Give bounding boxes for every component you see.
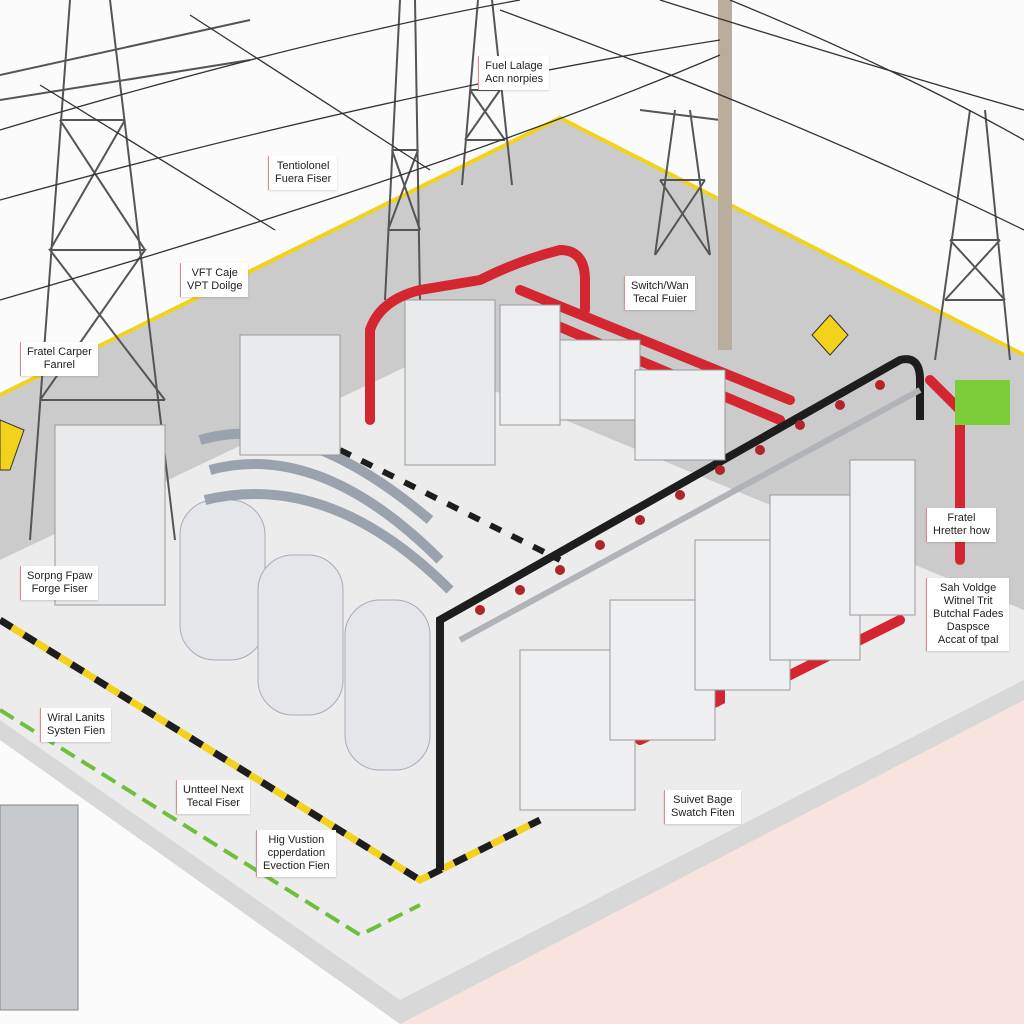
label-line: Butchal Fades [933,608,1004,620]
insulators [475,380,885,615]
label-line: Swatch Fiten [671,807,735,819]
label-line: cpperdation [267,847,326,859]
label-line: Systen Fien [47,725,106,737]
hazard-stripe-left-yellow [0,617,542,885]
label-line: Daspsce [946,621,990,633]
label-line: Switch/Wan [631,280,689,292]
label-line: Tecal Fiser [186,797,240,809]
label-line: Tecal Fuier [632,293,687,305]
label-line: Tentiolonel [276,160,330,172]
label-line: Untteel Next [183,784,244,796]
label-line: Forge Fiser [31,583,88,595]
battery-pack [955,380,1010,425]
pad-edge [0,680,1024,1024]
warning-sign [811,314,849,356]
label-line: Acn norpies [485,73,544,85]
green-stripe [0,708,421,938]
label-line: Evection Fien [263,860,330,872]
transformer-tank [179,428,454,771]
transmission-tower [934,109,1011,361]
label-line: Fuel Lalage [485,60,543,72]
wooden-pole [718,0,732,350]
label-line: Wiral Lanits [47,712,105,724]
label-line: VFT Caje [191,267,238,279]
outdoor-cabinet [0,804,79,1011]
label-line: Sah Voldge [940,582,997,594]
label-line: Suivet Bage [673,794,733,806]
label-line: Hretter how [933,525,990,537]
transmission-tower [461,0,513,186]
label-line: Hig Vustion [268,834,325,846]
label-line: Witnel Trit [943,595,993,607]
power-lines [0,0,1024,301]
switchgear-cabinet [499,304,916,811]
hazard-stripe-inner [338,447,562,563]
label-line: Fuera Fiser [275,173,332,185]
label-line: Sorpng Fpaw [27,570,93,582]
label-line: VPT Doilge [187,280,243,292]
gray-busbar [458,387,922,643]
transmission-tower [384,0,421,301]
label-line: Accat of tpal [937,634,999,646]
transmission-tower [0,0,251,541]
label-line: Fratel [947,512,976,524]
label-line: Fratel Carper [27,346,92,358]
label-line: Fanrel [43,359,75,371]
warning-sign [0,419,25,471]
transmission-tower [639,109,721,256]
black-busbar [436,355,924,870]
